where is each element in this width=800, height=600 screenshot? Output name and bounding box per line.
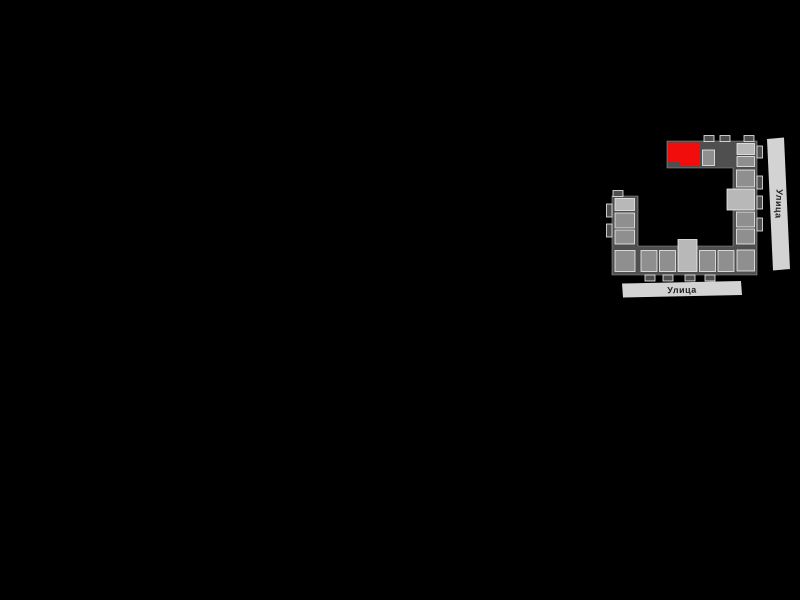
- apartment-unit: [614, 198, 635, 211]
- street-east: Улица: [767, 137, 790, 271]
- selected-apartment[interactable]: [668, 143, 700, 166]
- apartment-unit: [736, 156, 755, 167]
- balcony: [684, 274, 696, 282]
- building-east-wing: [726, 169, 755, 272]
- balcony: [606, 203, 613, 218]
- apartment-unit: [702, 149, 715, 166]
- apartment-unit: [736, 228, 755, 245]
- apartment-unit: [726, 188, 755, 211]
- balcony: [644, 274, 656, 282]
- balcony: [704, 274, 716, 282]
- balcony: [743, 135, 755, 142]
- apartment-unit: [640, 250, 658, 272]
- balcony: [703, 135, 715, 142]
- street-band-east: [767, 137, 790, 271]
- balcony: [756, 145, 763, 159]
- street-band-south: [622, 281, 742, 298]
- apartment-unit: [614, 250, 636, 272]
- street-south: Улица: [622, 281, 742, 298]
- apartment-unit: [736, 143, 755, 155]
- building-west-wing: [614, 198, 635, 245]
- balcony: [719, 135, 731, 142]
- street-label-east: Улица: [773, 189, 784, 219]
- balconies: [606, 135, 763, 282]
- apartment-unit: [736, 169, 755, 188]
- apartment-unit: [736, 249, 755, 272]
- balcony: [756, 195, 763, 210]
- apartment-unit: [614, 229, 635, 245]
- building-north-wing: [668, 143, 755, 167]
- balcony: [612, 190, 624, 197]
- apartment-unit: [659, 250, 676, 272]
- apartment-unit: [699, 250, 716, 272]
- balcony: [606, 223, 613, 238]
- balcony: [756, 217, 763, 232]
- balcony: [662, 274, 674, 282]
- apartment-unit: [614, 212, 635, 229]
- street-label-south: Улица: [667, 285, 697, 296]
- apartment-unit: [677, 239, 698, 272]
- building-south-wing: [614, 239, 735, 272]
- apartment-unit: [717, 250, 735, 272]
- balcony: [756, 175, 763, 190]
- apartment-unit: [736, 211, 755, 228]
